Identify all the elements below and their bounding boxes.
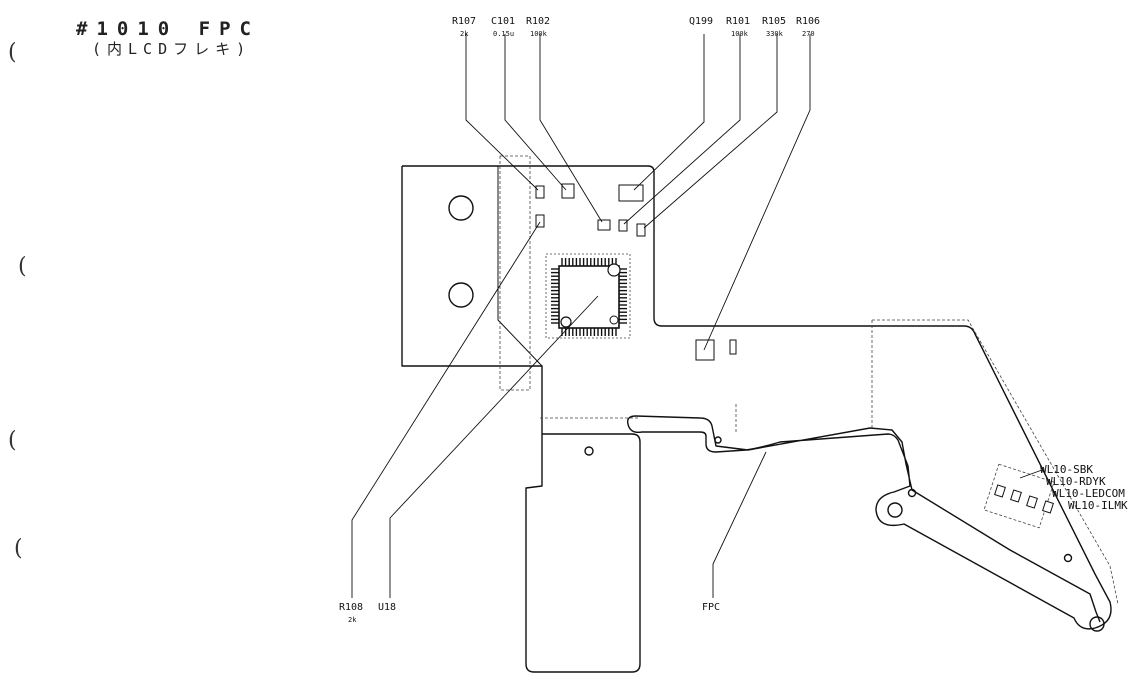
stiffener-outline	[499, 155, 531, 391]
pad-r105	[636, 223, 646, 237]
diagram-title: #1010 FPC	[76, 18, 260, 40]
margin-mark: (	[8, 428, 17, 453]
value-r106: 270	[802, 30, 815, 38]
label-u18: U18	[378, 602, 396, 613]
mounting-hole	[887, 502, 903, 518]
label-r105: R105	[762, 16, 786, 27]
value-r101: 100k	[731, 30, 749, 38]
value-r108: 2k	[348, 616, 357, 624]
value-r107: 2k	[460, 30, 469, 38]
mounting-hole	[448, 282, 474, 308]
stiffener-outline	[872, 319, 1119, 605]
pad-c101	[561, 183, 575, 199]
net-label-rdyk: WL10-RDYK	[1046, 475, 1106, 488]
pad-q199	[618, 184, 644, 202]
via-hole	[584, 446, 594, 456]
pad-r102	[597, 219, 611, 231]
label-r107: R107	[452, 16, 476, 27]
mounting-hole	[1089, 616, 1105, 632]
via-hole	[907, 488, 917, 498]
value-r102: 100k	[530, 30, 548, 38]
value-c101: 0.15u	[493, 30, 514, 38]
label-c101: C101	[491, 16, 515, 27]
pad-r106	[695, 339, 715, 361]
board-left-block	[401, 166, 641, 673]
label-r101: R101	[726, 16, 750, 27]
label-r102: R102	[526, 16, 550, 27]
label-r108: R108	[339, 602, 363, 613]
via-hole	[1063, 553, 1073, 563]
margin-mark: (	[18, 254, 27, 279]
value-r105: 330k	[766, 30, 784, 38]
pad-r107	[535, 185, 545, 199]
label-fpc: FPC	[702, 602, 720, 613]
mounting-hole	[448, 195, 474, 221]
pad-r101	[618, 219, 628, 232]
u18-qfp-package	[545, 253, 631, 339]
label-r106: R106	[796, 16, 820, 27]
net-label-sbk: WL10-SBK	[1040, 463, 1093, 476]
margin-mark: (	[8, 40, 17, 65]
via-hole	[714, 436, 722, 444]
board-outline	[402, 165, 1112, 630]
net-label-ilmk: WL10-ILMK	[1068, 499, 1128, 512]
net-label-ledcom: WL10-LEDCOM	[1052, 487, 1125, 500]
label-q199: Q199	[689, 16, 713, 27]
pad-r108	[535, 214, 545, 228]
diagram-subtitle: (内LCDフレキ)	[92, 40, 252, 58]
margin-mark: (	[14, 536, 23, 561]
